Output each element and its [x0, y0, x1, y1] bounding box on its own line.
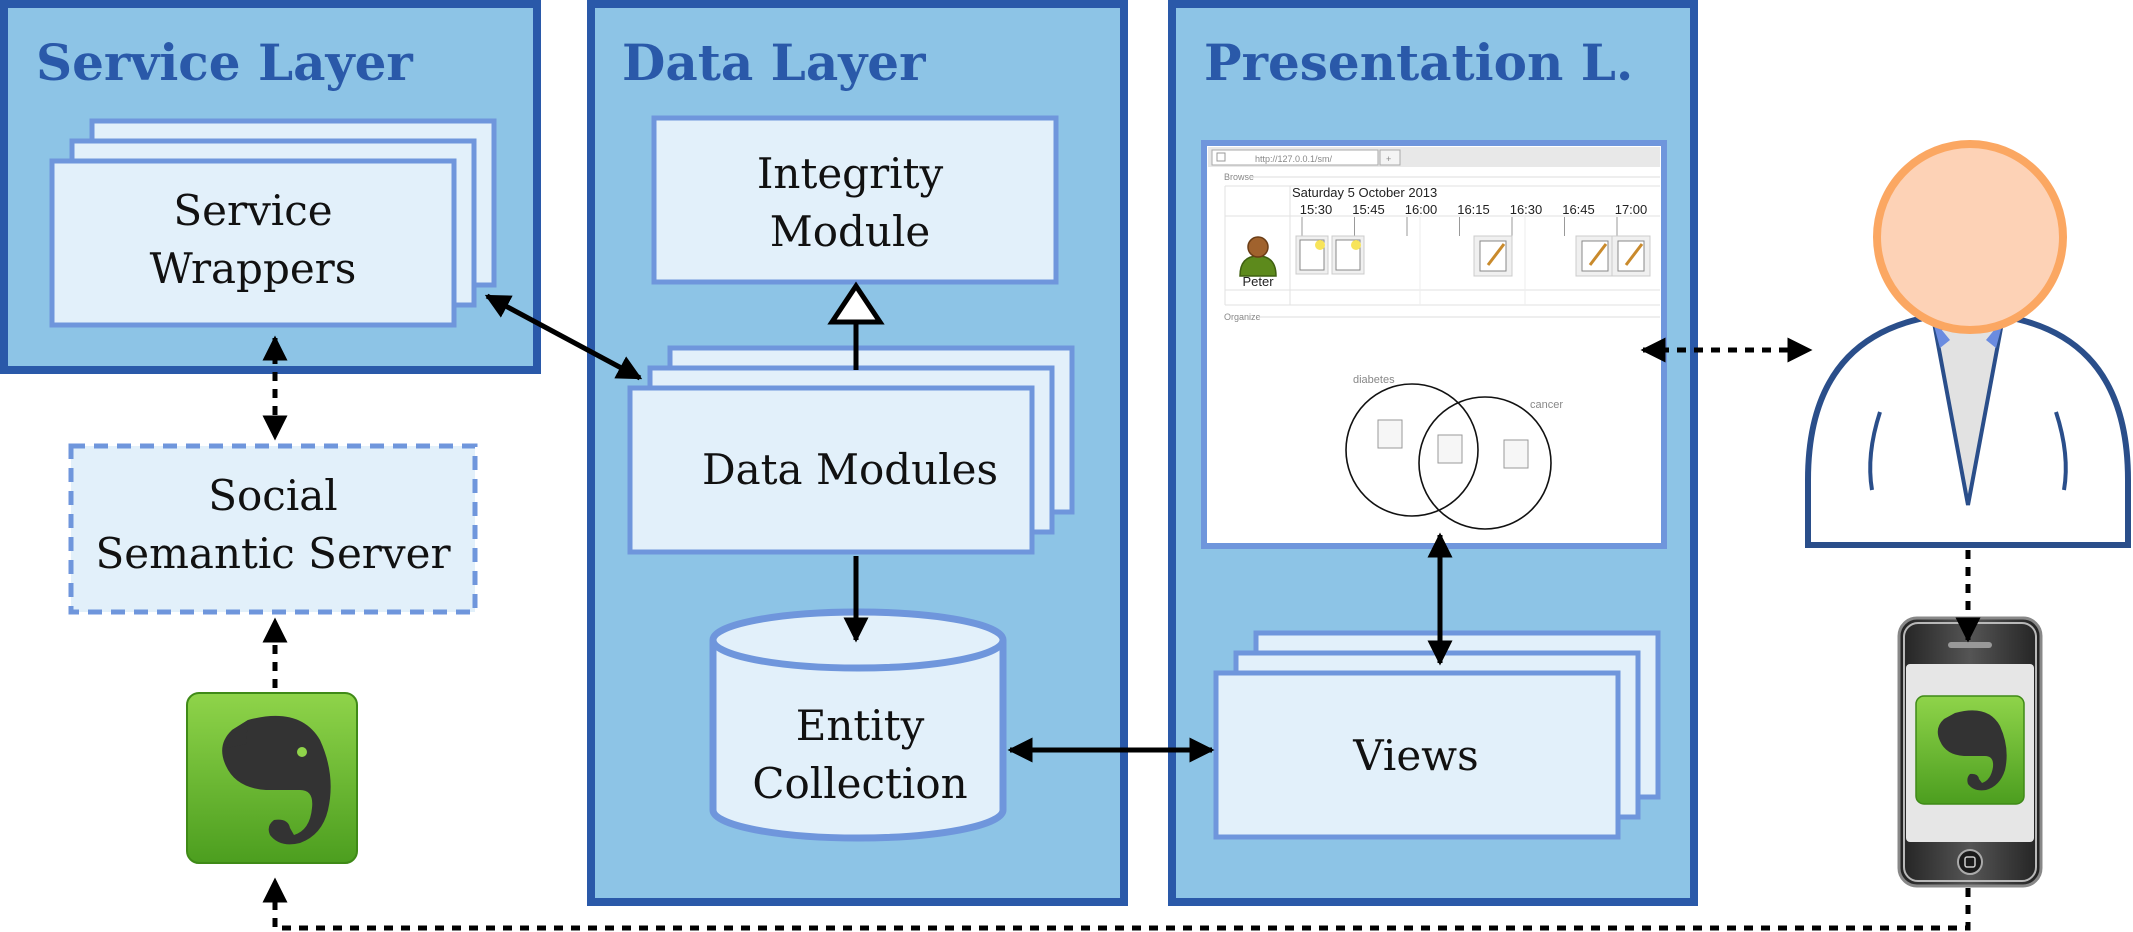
new-tab-plus: + [1386, 154, 1391, 164]
entity-collection-cylinder: Entity Collection [709, 608, 1007, 842]
note-card-icon [1473, 235, 1513, 277]
browser-url: http://127.0.0.1/sm/ [1255, 154, 1333, 164]
connectors [262, 281, 1981, 931]
venn-document-icon [1377, 419, 1403, 449]
service-layer-title: Service Layer [36, 33, 413, 92]
integrity-module-line-2: Module [770, 207, 931, 256]
wrappers-datamodules-connector [484, 293, 643, 381]
phone-evernote-connector [262, 877, 1971, 931]
calendar-date: Saturday 5 October 2013 [1292, 185, 1437, 200]
browser-tab [1211, 149, 1379, 166]
timeline-time-label: 16:15 [1457, 202, 1490, 217]
data-layer-title: Data Layer [622, 33, 926, 92]
venn-document-icon [1503, 439, 1529, 469]
venn-document-icon [1437, 434, 1463, 464]
user-figure-icon [1805, 140, 2131, 548]
timeline-time-label: 15:30 [1300, 202, 1333, 217]
integrity-module-line-1: Integrity [757, 149, 944, 198]
user-avatar-icon [1239, 236, 1277, 277]
social-semantic-server-line-2: Semantic Server [95, 529, 451, 578]
note-card-icon [1575, 235, 1615, 277]
presentation-layer-title: Presentation L. [1204, 33, 1633, 92]
data-modules-stack: Data Modules [627, 345, 1075, 555]
entity-collection-line-1: Entity [796, 701, 925, 750]
service-wrappers-stack: Service Wrappers [49, 118, 497, 328]
data-modules-label: Data Modules [702, 445, 998, 494]
service-wrappers-line-2: Wrappers [150, 244, 357, 293]
integrity-module-box: Integrity Module [651, 115, 1059, 285]
evernote-elephant-icon [186, 692, 358, 864]
inheritance-arrow-icon [827, 281, 885, 325]
tab-checkbox-icon [1216, 152, 1226, 162]
new-tab-button [1379, 149, 1401, 166]
views-stack: Views [1213, 630, 1661, 840]
timeline-time-label: 16:45 [1562, 202, 1595, 217]
organize-section-label: Organize [1224, 312, 1261, 322]
timeline-time-label: 15:45 [1352, 202, 1385, 217]
app-screenshot: http://127.0.0.1/sm/ + Browse Saturday 5… [1201, 140, 1667, 549]
venn-label-cancer: cancer [1530, 399, 1563, 411]
venn-circle-diabetes [1345, 383, 1479, 517]
browse-section-label: Browse [1224, 172, 1254, 182]
user-name: Peter [1242, 274, 1274, 289]
timeline-time-label: 17:00 [1615, 202, 1648, 217]
service-wrappers-line-1: Service [173, 186, 332, 235]
timeline-time-label: 16:00 [1405, 202, 1438, 217]
social-semantic-server-line-1: Social [208, 471, 338, 520]
document-card-icon [1331, 235, 1365, 275]
entity-collection-line-2: Collection [752, 759, 967, 808]
venn-circle-cancer [1418, 396, 1552, 530]
note-card-icon [1611, 235, 1651, 277]
smartphone-icon [1897, 616, 2043, 888]
social-semantic-server-box: Social Semantic Server [68, 443, 478, 615]
timeline-time-label: 16:30 [1510, 202, 1543, 217]
venn-label-diabetes: diabetes [1353, 374, 1395, 386]
document-card-icon [1295, 235, 1329, 275]
views-label: Views [1352, 731, 1478, 780]
timeline-times: 15:30 15:45 16:00 16:15 16:30 16:45 17:00 [1300, 202, 1648, 236]
